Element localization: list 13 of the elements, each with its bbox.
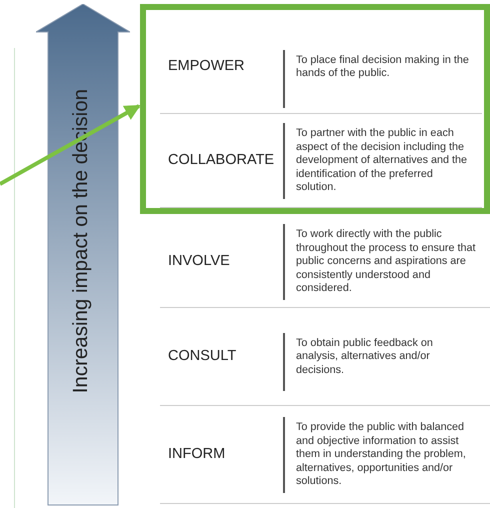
- level-description: To partner with the public in each aspect of the decision including the development of alternatives and the identification of the preferred solution.: [296, 127, 468, 195]
- level-description: To work directly with the public throughout the process to ensure that public concerns and aspirations are consistently understood and considered.: [296, 228, 476, 296]
- level-description: To obtain public feedback on analysis, alternatives and/or decisions.: [296, 336, 434, 378]
- level-description: To provide the public with balanced and objective information to assist them in understanding the problem, alternatives, opportunities and/or solutions.: [296, 421, 467, 489]
- level-title: INVOLVE: [168, 253, 230, 269]
- impact-arrow: [36, 4, 130, 506]
- level-title: COLLABORATE: [168, 152, 274, 168]
- level-title: INFORM: [168, 446, 226, 462]
- highlight-frame: [140, 4, 490, 214]
- arrow: [0, 104, 141, 186]
- level-title: EMPOWER: [168, 58, 245, 74]
- level-title: CONSULT: [168, 348, 236, 364]
- level-description: To place final decision making in the hands of the public.: [296, 54, 470, 81]
